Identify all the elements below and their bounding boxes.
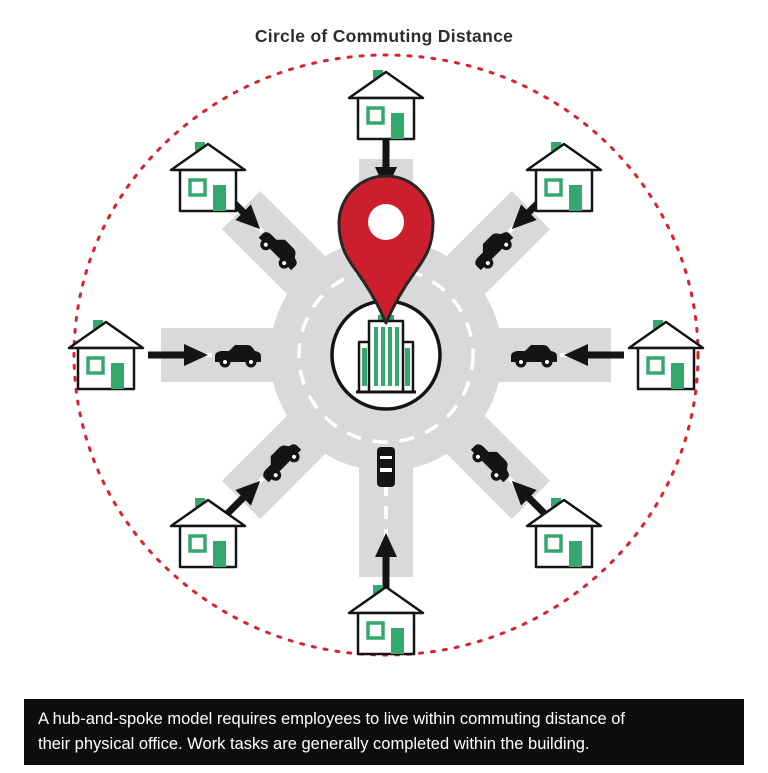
house-icon [169, 140, 247, 213]
house-icon [67, 318, 145, 391]
house-icon [347, 68, 425, 141]
pin-hole [368, 204, 404, 240]
diagram-title: Circle of Commuting Distance [254, 26, 514, 46]
house-icon [525, 140, 603, 213]
house-icon [627, 318, 705, 391]
location-pin-icon [337, 174, 435, 325]
caption-line-2: their physical office. Work tasks are ge… [38, 735, 590, 753]
caption-line-1: A hub-and-spoke model requires employees… [38, 710, 625, 728]
caption-bar: A hub-and-spoke model requires employees… [24, 699, 744, 765]
truck-icon [377, 447, 395, 487]
house-icon [347, 583, 425, 656]
hub-spoke-diagram [67, 53, 705, 657]
